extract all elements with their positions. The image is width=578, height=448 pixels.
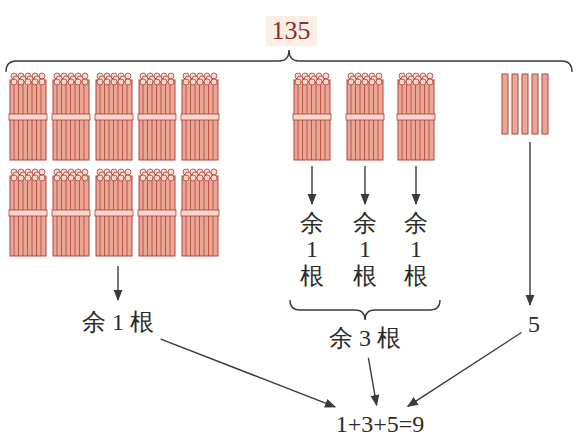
remainder-label: 余 1 根 xyxy=(78,306,158,339)
curly-brace xyxy=(290,300,440,320)
total-count: 135 xyxy=(266,16,317,46)
pointer-arrow xyxy=(117,266,118,300)
connector-arrow xyxy=(408,333,522,407)
label-text: 余1根 xyxy=(353,210,377,289)
stick-bundle xyxy=(9,169,47,256)
connector-arrow xyxy=(161,339,335,407)
single-stick xyxy=(502,74,508,134)
remainder-label: 余 3 根 xyxy=(325,322,405,355)
single-stick xyxy=(522,74,528,134)
single-stick xyxy=(512,74,518,134)
pointer-arrow xyxy=(364,166,365,204)
remainder-label: 余1根 xyxy=(296,208,328,291)
label-text: 余 3 根 xyxy=(329,324,401,353)
remainder-label: 余1根 xyxy=(400,208,432,291)
connector-arrow xyxy=(368,358,376,405)
label-text: 余1根 xyxy=(404,210,428,289)
curly-brace xyxy=(6,50,572,72)
label-text: 余 1 根 xyxy=(82,308,154,337)
label-text: 1+3+5=9 xyxy=(336,410,425,439)
pointer-arrow xyxy=(311,166,312,204)
stick-bundle xyxy=(397,73,435,160)
stick-bundle xyxy=(138,169,176,256)
stick-bundle xyxy=(95,73,133,160)
stick-bundle xyxy=(9,73,47,160)
single-stick xyxy=(532,74,538,134)
stick-bundle xyxy=(52,73,90,160)
remainder-label: 余1根 xyxy=(349,208,381,291)
stick-bundle xyxy=(293,73,331,160)
equation: 1+3+5=9 xyxy=(332,408,429,441)
stick-bundle xyxy=(138,73,176,160)
label-text: 余1根 xyxy=(300,210,324,289)
stick-bundle xyxy=(181,73,219,160)
stick-bundle xyxy=(95,169,133,256)
stick-bundle xyxy=(181,169,219,256)
pointer-arrow xyxy=(529,142,530,305)
label-text: 5 xyxy=(528,310,540,339)
remainder-label: 5 xyxy=(524,308,544,341)
stick-bundle xyxy=(52,169,90,256)
stick-bundle xyxy=(346,73,384,160)
single-stick xyxy=(542,74,548,134)
pointer-arrow xyxy=(415,166,416,204)
